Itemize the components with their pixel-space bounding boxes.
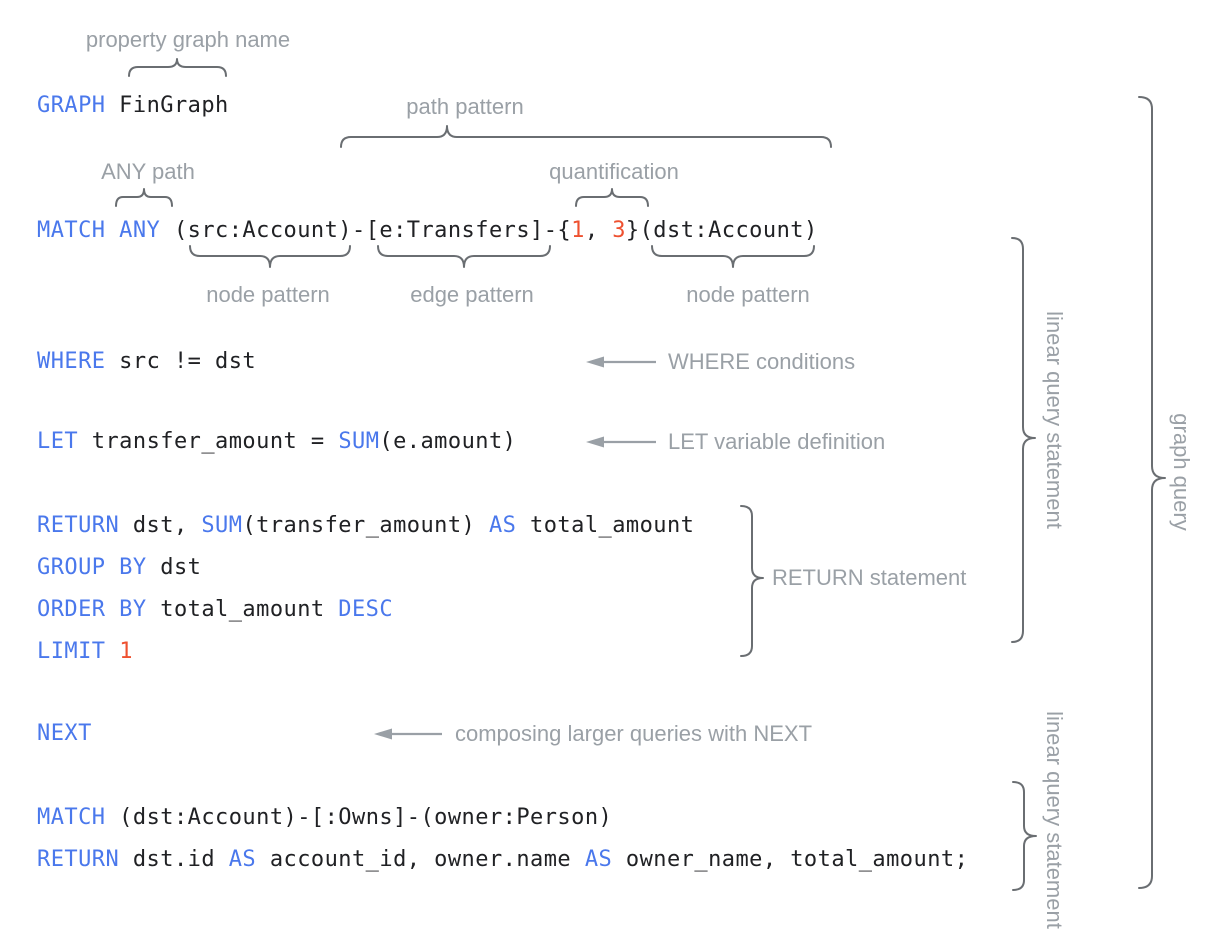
label-edge-pattern: edge pattern	[410, 282, 534, 307]
keyword-token: LIMIT	[37, 639, 106, 664]
brace-return-statement	[740, 505, 764, 657]
code-line-limit: LIMIT 1	[37, 637, 133, 667]
keyword-token: NEXT	[37, 721, 92, 746]
overbrace-quantification	[575, 188, 649, 207]
label-quantification: quantification	[549, 159, 679, 184]
keyword-token: AS	[228, 847, 257, 872]
keyword-token: RETURN	[37, 513, 120, 538]
code-segment: (src:Account)-[e:Transfers]-{	[160, 218, 572, 243]
brace-linear-query-statement-1	[1011, 237, 1036, 643]
code-line-group-by: GROUP BY dst	[37, 553, 201, 583]
number-token: 1	[119, 639, 133, 664]
code-segment: transfer_amount =	[78, 429, 339, 454]
code-segment: total_amount	[146, 597, 339, 622]
code-segment: (dst:Account)-[:Owns]-(owner:Person)	[105, 805, 613, 830]
overbrace-property-graph-name	[128, 58, 227, 77]
code-line-next: NEXT	[37, 719, 92, 749]
label-property-graph-name: property graph name	[85, 27, 291, 52]
code-line-order-by: ORDER BY total_amount DESC	[37, 595, 393, 625]
code-segment: src != dst	[105, 349, 257, 374]
code-segment: total_amount	[516, 513, 695, 538]
label-any-path: ANY path	[101, 159, 195, 184]
code-line-match-owns: MATCH (dst:Account)-[:Owns]-(owner:Perso…	[37, 803, 612, 833]
left-arrow-icon-let	[586, 436, 656, 448]
code-segment	[105, 639, 119, 664]
code-line-final-return: RETURN dst.id AS account_id, owner.name …	[37, 845, 968, 875]
keyword-token: MATCH	[37, 805, 106, 830]
keyword-token: GRAPH	[37, 93, 106, 118]
brace-graph-query	[1138, 96, 1166, 889]
label-path-pattern: path pattern	[406, 94, 524, 119]
code-segment: (e.amount)	[379, 429, 517, 454]
keyword-token: MATCH ANY	[37, 218, 161, 243]
keyword-token: SUM	[201, 513, 243, 538]
label-return-statement: RETURN statement	[772, 565, 967, 590]
code-line-graph: GRAPH FinGraph	[37, 91, 229, 121]
code-segment: ,	[584, 218, 613, 243]
label-linear-query-statement-2: linear query statement	[1042, 711, 1067, 929]
code-segment: FinGraph	[105, 93, 229, 118]
code-segment: dst.id	[119, 847, 229, 872]
underbrace-node-pattern-dst	[651, 245, 815, 268]
code-line-return: RETURN dst, SUM(transfer_amount) AS tota…	[37, 511, 694, 541]
keyword-token: AS	[584, 847, 613, 872]
label-let-variable-definition: LET variable definition	[668, 429, 886, 454]
label-node-pattern-dst: node pattern	[686, 282, 810, 307]
overbrace-any-path	[115, 188, 173, 207]
number-token: 1	[571, 218, 585, 243]
keyword-token: DESC	[338, 597, 394, 622]
label-composing-next: composing larger queries with NEXT	[455, 721, 813, 746]
keyword-token: RETURN	[37, 847, 120, 872]
overbrace-path-pattern	[340, 125, 832, 148]
keyword-token: GROUP BY	[37, 555, 147, 580]
code-segment: (transfer_amount)	[242, 513, 489, 538]
code-line-where: WHERE src != dst	[37, 347, 256, 377]
keyword-token: WHERE	[37, 349, 106, 374]
brace-linear-query-statement-2	[1012, 781, 1037, 891]
label-graph-query: graph query	[1169, 413, 1194, 531]
code-segment: account_id, owner.name	[256, 847, 585, 872]
code-line-let: LET transfer_amount = SUM(e.amount)	[37, 427, 516, 457]
label-where-conditions: WHERE conditions	[668, 349, 856, 374]
label-linear-query-statement-1: linear query statement	[1042, 311, 1067, 529]
keyword-token: AS	[488, 513, 517, 538]
label-node-pattern-src: node pattern	[206, 282, 330, 307]
underbrace-node-pattern-src	[189, 245, 351, 268]
left-arrow-icon-next	[374, 728, 442, 740]
code-segment: owner_name, total_amount;	[612, 847, 969, 872]
code-segment: dst,	[119, 513, 202, 538]
left-arrow-icon-where	[586, 356, 656, 368]
code-segment: }(dst:Account)	[625, 218, 818, 243]
underbrace-edge-pattern	[377, 245, 551, 268]
keyword-token: ORDER BY	[37, 597, 147, 622]
number-token: 3	[612, 218, 626, 243]
code-segment: dst	[146, 555, 202, 580]
keyword-token: SUM	[338, 429, 380, 454]
keyword-token: LET	[37, 429, 79, 454]
code-line-match-any: MATCH ANY (src:Account)-[e:Transfers]-{1…	[37, 216, 818, 246]
